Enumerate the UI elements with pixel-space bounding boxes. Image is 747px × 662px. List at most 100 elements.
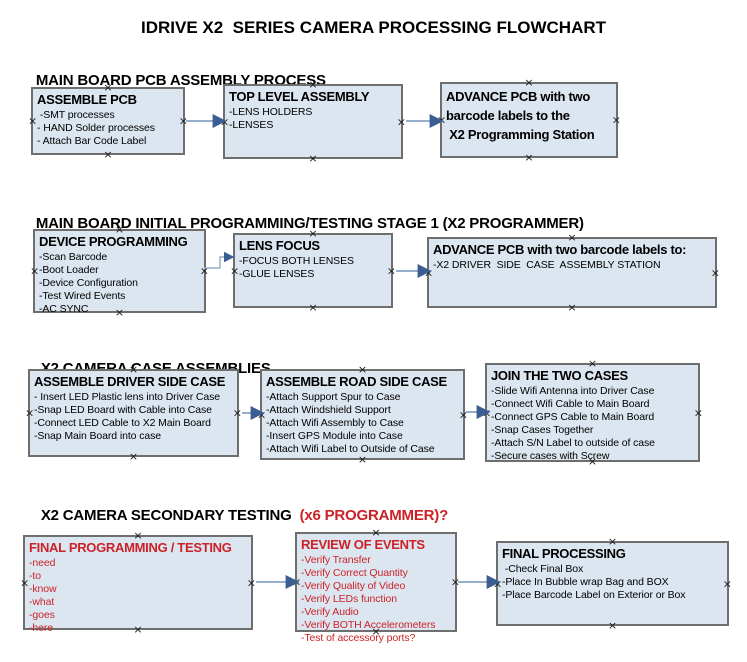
flow-box-assemble-pcb: ASSEMBLE PCB -SMT processes- HAND Solder… [28, 82, 188, 160]
heading-text-red: (x6 PROGRAMMER)? [299, 507, 449, 524]
box-item: -Insert GPS Module into Case [266, 430, 403, 442]
box-item: -Device Configuration [39, 277, 138, 289]
connection-handle-icon: × [424, 266, 434, 279]
section-heading-secondary-testing: X2 CAMERA SECONDARY TESTING (x6 PROGRAMM… [25, 490, 448, 541]
connection-handle-icon: × [292, 575, 302, 589]
box-item: -LENSES [229, 119, 274, 131]
connection-handle-icon: × [437, 113, 447, 127]
box-item: -Connect LED Cable to X2 Main Board [34, 417, 211, 429]
box-item: -Place Barcode Label on Exterior or Box [502, 589, 686, 601]
connection-handle-icon: × [524, 151, 534, 164]
box-item: -Secure cases with Screw [491, 450, 610, 462]
box-item: -Connect GPS Cable to Main Board [491, 411, 655, 423]
box-item: - Insert LED Plastic lens into Driver Ca… [34, 391, 221, 403]
box-items: -FOCUS BOTH LENSES-GLUE LENSES [239, 255, 391, 281]
box-items: -X2 DRIVER SIDE CASE ASSEMBLY STATION [433, 259, 715, 272]
box-item: -Attach Wifi Assembly to Case [266, 417, 404, 429]
box-items: -Attach Support Spur to Case-Attach Wind… [266, 391, 463, 456]
box-item: -Verify Correct Quantity [301, 567, 408, 579]
box-title: ASSEMBLE DRIVER SIDE CASE [34, 374, 226, 389]
connection-handle-icon: × [308, 152, 318, 165]
box-item: -Attach Windshield Support [266, 404, 391, 416]
box-item: -Verify Quality of Video [301, 580, 406, 592]
box-item: -Snap Cases Together [491, 424, 594, 436]
connection-handle-icon: × [230, 264, 240, 277]
box-item: -FOCUS BOTH LENSES [239, 255, 354, 267]
box-title: FINAL PROCESSING [502, 546, 626, 561]
flow-box-advance-pcb-driver-station: ADVANCE PCB with two barcode labels to: … [424, 232, 720, 313]
box-item: -Snap Main Board into case [34, 430, 161, 442]
connection-handle-icon: × [482, 406, 492, 419]
flow-box-device-programming: DEVICE PROGRAMMING -Scan Barcode-Boot Lo… [30, 224, 209, 318]
box-item: -Verify BOTH Accelerometers [301, 619, 436, 631]
page-title: IDRIVE X2 SERIES CAMERA PROCESSING FLOWC… [140, 18, 607, 37]
flow-box-review-of-events: REVIEW OF EVENTS -Verify Transfer-Verify… [292, 527, 460, 644]
box-item: -Scan Barcode [39, 251, 108, 263]
box-item: -what [29, 596, 55, 608]
box-item: -Boot Loader [39, 264, 99, 276]
box-items: -SMT processes- HAND Solder processes- A… [37, 109, 183, 148]
connection-handle-icon: × [308, 301, 318, 314]
connection-handle-icon: × [607, 619, 618, 632]
section-heading-initial-programming: MAIN BOARD INITIAL PROGRAMMING/TESTING S… [20, 198, 584, 249]
connection-handle-icon: × [567, 301, 577, 314]
box-title: LENS FOCUS [239, 238, 320, 253]
flow-box-final-processing: FINAL PROCESSING -Check Final Box-Place … [493, 536, 732, 631]
box-items: - Insert LED Plastic lens into Driver Ca… [34, 391, 237, 443]
box-title: ASSEMBLE ROAD SIDE CASE [266, 374, 447, 389]
box-item: -X2 DRIVER SIDE CASE ASSEMBLY STATION [433, 259, 661, 271]
box-item: -Test of accessory ports? [301, 632, 416, 644]
box-title: REVIEW OF EVENTS [301, 537, 425, 552]
flow-box-lens-focus: LENS FOCUS -FOCUS BOTH LENSES-GLUE LENSE… [230, 228, 396, 313]
flow-box-join-the-two-cases: JOIN THE TWO CASES -Slide Wifi Antenna i… [482, 358, 703, 467]
connection-handle-icon: × [30, 264, 40, 278]
box-items: -Scan Barcode-Boot Loader-Device Configu… [39, 251, 204, 316]
box-title: TOP LEVEL ASSEMBLY [229, 89, 370, 104]
connection-handle-icon: × [20, 576, 30, 589]
box-item: -goes [29, 609, 55, 621]
flow-box-assemble-driver-side-case: ASSEMBLE DRIVER SIDE CASE - Insert LED P… [25, 364, 242, 462]
box-item: -Verify Audio [301, 606, 359, 618]
box-item: -Slide Wifi Antenna into Driver Case [491, 385, 655, 397]
box-item: -Verify Transfer [301, 554, 371, 566]
box-item: -here [29, 622, 54, 634]
box-title: ASSEMBLE PCB [37, 92, 137, 107]
box-items: -need-to-know-what-goes-here [29, 557, 251, 635]
connection-handle-icon: × [128, 450, 139, 463]
box-items: -Slide Wifi Antenna into Driver Case-Con… [491, 385, 698, 463]
heading-text: X2 CAMERA SECONDARY TESTING [40, 507, 300, 524]
connection-handle-icon: × [257, 408, 267, 421]
box-items: -Verify Transfer-Verify Correct Quantity… [301, 554, 455, 645]
box-item: -Check Final Box [502, 563, 584, 575]
box-item: - HAND Solder processes [37, 122, 155, 134]
box-item: -LENS HOLDERS [229, 106, 313, 118]
box-item: -GLUE LENSES [239, 268, 315, 280]
box-item: -Snap LED Board with Cable into Case [34, 404, 212, 416]
box-title: FINAL PROGRAMMING / TESTING [29, 540, 232, 555]
flow-box-top-level-assembly: TOP LEVEL ASSEMBLY -LENS HOLDERS-LENSES … [220, 79, 406, 164]
connection-handle-icon: × [28, 114, 38, 128]
box-item: -SMT processes [37, 109, 115, 121]
connection-handle-icon: × [220, 115, 230, 128]
flow-arrow-programming-to-lensfocus [204, 251, 235, 269]
box-title: DEVICE PROGRAMMING [39, 234, 188, 249]
heading-text: MAIN BOARD INITIAL PROGRAMMING/TESTING S… [35, 215, 584, 232]
box-items: -LENS HOLDERS-LENSES [229, 106, 401, 132]
flow-box-final-programming-testing: FINAL PROGRAMMING / TESTING -need-to-kno… [20, 530, 256, 635]
connection-handle-icon: × [493, 577, 503, 590]
box-item: -know [29, 583, 57, 595]
box-item: -need [29, 557, 56, 569]
box-item: -AC SYNC [39, 303, 89, 315]
box-title: JOIN THE TWO CASES [491, 368, 628, 383]
box-item: -Attach S/N Label to outside of case [491, 437, 655, 449]
box-item: -Place In Bubble wrap Bag and BOX [502, 576, 669, 588]
box-item: -Verify LEDs function [301, 593, 397, 605]
box-title: ADVANCE PCB with two barcode labels to: [433, 242, 687, 257]
flow-box-assemble-road-side-case: ASSEMBLE ROAD SIDE CASE -Attach Support … [257, 364, 468, 465]
box-title: ADVANCE PCB with two barcode labels to t… [446, 89, 595, 142]
connection-handle-icon: × [25, 406, 35, 420]
box-item: -Test Wired Events [39, 290, 126, 302]
box-item: -Attach Wifi Label to Outside of Case [266, 443, 435, 455]
box-item: -Connect Wifi Cable to Main Board [491, 398, 650, 410]
